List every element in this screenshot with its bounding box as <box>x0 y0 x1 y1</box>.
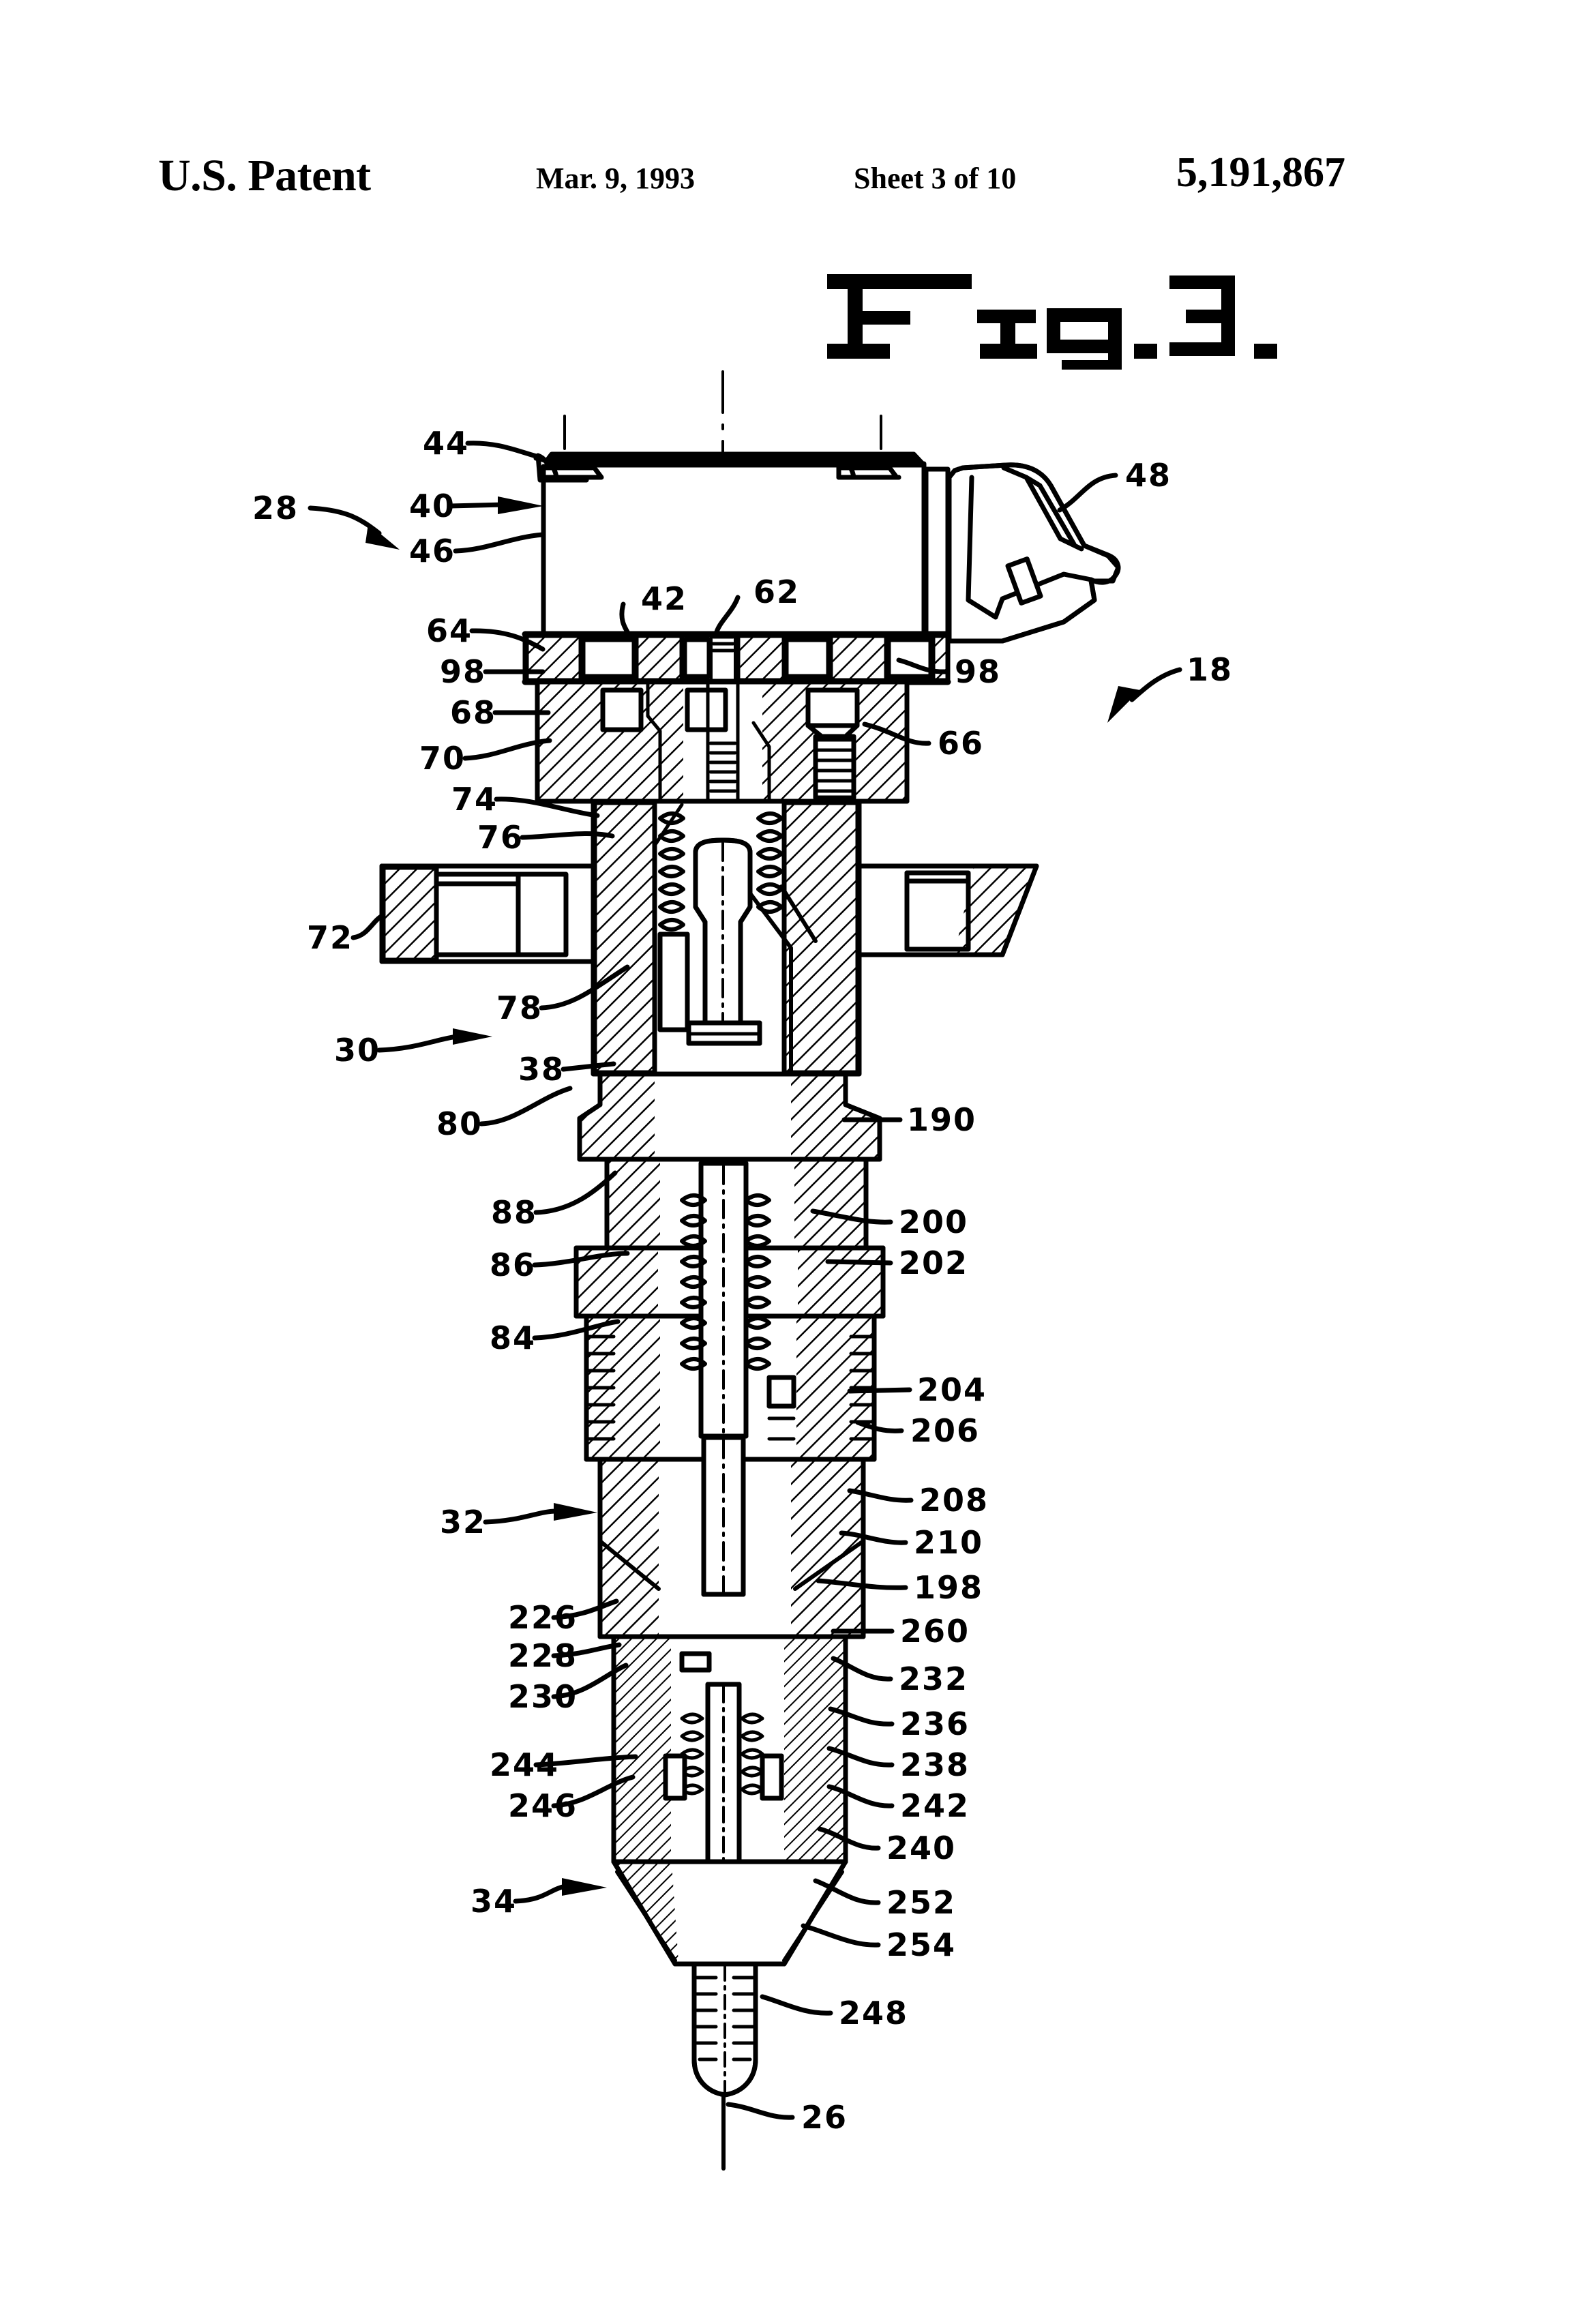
solenoid-housing <box>533 451 927 637</box>
ref-28: 28 <box>252 490 299 526</box>
ref-48: 48 <box>1125 457 1172 494</box>
ref-44: 44 <box>423 425 470 462</box>
ref-74: 74 <box>451 781 498 818</box>
figure-caption <box>822 267 1299 370</box>
ref-260: 260 <box>900 1613 970 1650</box>
ref-78: 78 <box>496 989 543 1026</box>
ref-228: 228 <box>508 1637 578 1674</box>
ref-70: 70 <box>419 740 466 777</box>
ref-202: 202 <box>899 1245 969 1281</box>
ref-248: 248 <box>839 1995 909 2031</box>
ref-26: 26 <box>801 2099 848 2136</box>
ref-190: 190 <box>907 1101 977 1138</box>
ref-238: 238 <box>900 1746 970 1783</box>
ref-204: 204 <box>917 1371 987 1408</box>
ref-32: 32 <box>440 1504 487 1540</box>
ref-18: 18 <box>1186 651 1234 688</box>
ref-98-right: 98 <box>955 653 1002 690</box>
ref-206: 206 <box>910 1412 981 1449</box>
side-port-fitting-72 <box>379 863 1039 964</box>
ref-42: 42 <box>641 580 688 617</box>
ref-240: 240 <box>886 1830 957 1866</box>
ref-210: 210 <box>914 1524 984 1561</box>
injector-lower-body <box>573 1071 886 1462</box>
ref-62: 62 <box>753 573 801 610</box>
ref-232: 232 <box>899 1660 969 1697</box>
ref-242: 242 <box>900 1787 970 1824</box>
ref-64: 64 <box>426 612 473 649</box>
upper-body-plate-64 <box>522 631 951 685</box>
ref-98-left: 98 <box>440 653 487 690</box>
ref-38: 38 <box>518 1051 565 1088</box>
ref-46: 46 <box>409 533 456 569</box>
ref-68: 68 <box>450 694 497 731</box>
injector-upper-body-70 <box>535 679 910 804</box>
ref-230: 230 <box>508 1678 578 1715</box>
ref-80: 80 <box>436 1105 483 1142</box>
ref-236: 236 <box>900 1705 970 1742</box>
ref-84: 84 <box>490 1320 537 1356</box>
ref-198: 198 <box>914 1569 984 1606</box>
patent-office-label: U.S. Patent <box>158 151 371 200</box>
leader-lines <box>308 441 1182 2120</box>
ref-72: 72 <box>307 919 354 956</box>
ref-88: 88 <box>491 1194 538 1231</box>
sheet-number: Sheet 3 of 10 <box>854 162 1017 195</box>
ref-252: 252 <box>886 1884 957 1921</box>
ref-34: 34 <box>471 1883 518 1920</box>
ref-254: 254 <box>886 1926 957 1963</box>
ref-244: 244 <box>490 1746 560 1783</box>
ref-226: 226 <box>508 1599 578 1636</box>
ref-246: 246 <box>508 1787 578 1824</box>
electrical-connector-48 <box>923 462 1121 644</box>
ref-200: 200 <box>899 1204 969 1240</box>
injector-mid-body <box>591 799 862 1077</box>
patent-number: 5,191,867 <box>1176 149 1345 196</box>
ref-208: 208 <box>919 1482 989 1519</box>
ref-86: 86 <box>490 1247 537 1283</box>
ref-30: 30 <box>334 1032 381 1069</box>
patent-header: U.S. Patent Mar. 9, 1993 Sheet 3 of 10 5… <box>0 149 1582 211</box>
ref-40: 40 <box>409 488 456 524</box>
ref-66: 66 <box>938 725 985 762</box>
nozzle-assembly <box>611 1634 848 2171</box>
ref-76: 76 <box>477 819 524 856</box>
patent-date: Mar. 9, 1993 <box>536 162 696 195</box>
